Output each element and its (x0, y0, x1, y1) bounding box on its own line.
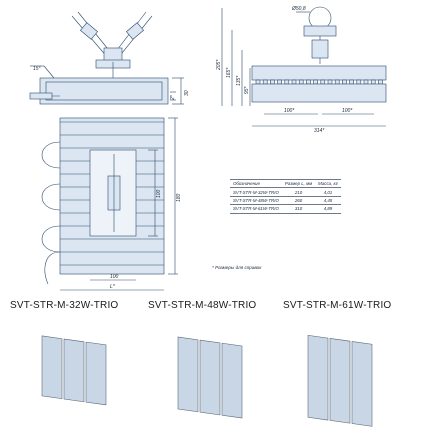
dim-314: 314* (314, 128, 325, 134)
table-row: SVT-STR-M-61W-TRIO 310 4,89 (230, 204, 341, 214)
side-fin (291, 79, 297, 85)
side-fin (349, 79, 354, 85)
dim-diameter: Ø50,8 (291, 6, 306, 12)
side-fin (313, 79, 318, 85)
product-32w-render (41, 335, 107, 406)
cell-model: SVT-STR-M-61W-TRIO (230, 204, 282, 214)
side-fin (378, 79, 383, 85)
side-fin (342, 79, 347, 85)
header-size: Размер L, мм (281, 178, 316, 189)
side-fin (284, 79, 290, 85)
product-48w-render (177, 336, 243, 419)
side-fin (320, 79, 326, 85)
side-fin (370, 79, 376, 85)
dim-pitch-right: 100* (342, 108, 353, 114)
spec-table: Обозначение Размер L, мм Масса, кг SVT-S… (230, 178, 341, 214)
dim-30: 30 (184, 90, 190, 96)
dim-L: L* (110, 284, 116, 290)
dim-205: 205* (216, 59, 222, 71)
side-fin (298, 79, 304, 85)
cell-mass: 4,89 (315, 204, 341, 214)
dim-pitch-left: 100* (284, 108, 295, 114)
side-fin (270, 79, 275, 85)
product-61w-render (307, 334, 373, 427)
side-fin (306, 79, 311, 85)
side-fin (277, 79, 282, 85)
cell-size: 310 (281, 204, 316, 214)
table-row: SVT-STR-M-48W-TRIO 260 4,45 (230, 195, 341, 206)
dim-165: 165* (226, 67, 232, 78)
model-label-48w: SVT-STR-M-48W-TRIO (148, 300, 257, 311)
side-fin (363, 79, 369, 85)
front-view-bracket (29, 11, 184, 105)
side-fin (356, 79, 362, 85)
side-fin (334, 79, 340, 85)
model-label-32w: SVT-STR-M-32W-TRIO (10, 300, 119, 311)
header-mass: Масса, кг (315, 178, 341, 189)
dim-2: 2* (170, 94, 176, 101)
side-fin (255, 79, 261, 85)
header-designation: Обозначение (230, 178, 282, 189)
side-view (221, 6, 387, 127)
table-row: SVT-STR-M-32W-TRIO 210 4,01 (230, 187, 341, 197)
cell-model: SVT-STR-M-48W-TRIO (230, 195, 282, 206)
side-fin (327, 79, 333, 85)
cell-mass: 4,01 (315, 187, 341, 197)
cell-mass: 4,45 (315, 195, 341, 206)
side-fin (262, 79, 268, 85)
cell-size: 260 (281, 195, 316, 206)
cell-size: 210 (281, 187, 316, 197)
dim-95: 95* (244, 85, 250, 94)
top-view-body (41, 117, 178, 291)
model-label-61w: SVT-STR-M-61W-TRIO (283, 300, 392, 311)
dim-135: 135* (236, 75, 242, 86)
dim-100-vertical: 100 (156, 189, 162, 198)
dim-180: 180 (176, 193, 182, 202)
dim-angle: 15° (33, 66, 41, 72)
dim-100: 100 (110, 274, 119, 280)
cell-model: SVT-STR-M-32W-TRIO (230, 187, 282, 197)
reference-note: * Размеры для справок (212, 265, 262, 270)
